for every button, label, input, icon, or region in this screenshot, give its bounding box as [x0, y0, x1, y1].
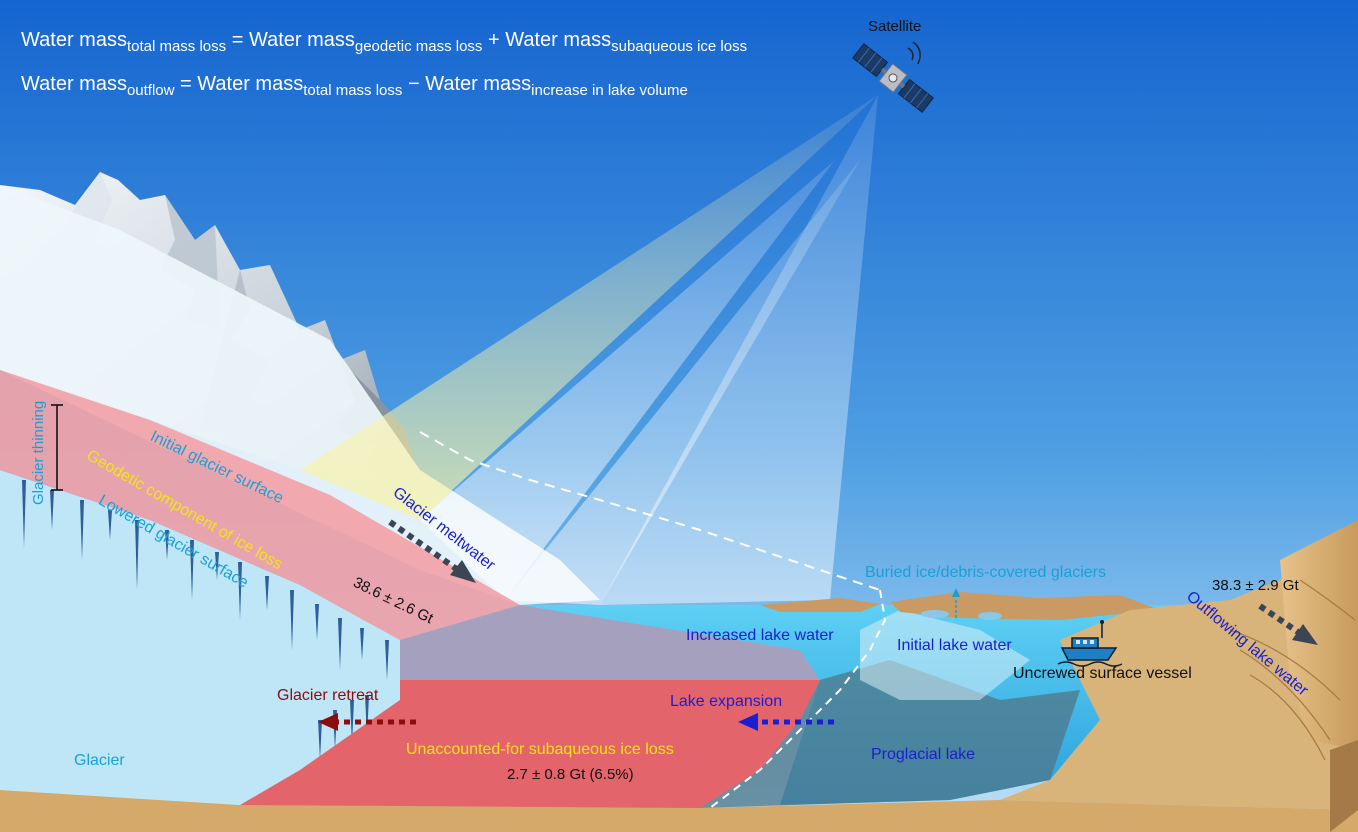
subaqueous-loss-zone	[240, 680, 820, 808]
right-cliff-face	[1280, 520, 1358, 750]
expansion-arrow-head	[738, 713, 758, 731]
meltwater-arrow-head	[450, 560, 476, 583]
unaccounted-loss-label: Unaccounted-for subaqueous ice loss	[406, 741, 674, 758]
formula1-term-b: Water mass	[248, 29, 355, 51]
formula2-equals: =	[174, 73, 198, 95]
outflow-arrow-head	[1292, 624, 1318, 645]
glacier-thinning-bracket	[51, 404, 63, 491]
outflow-value-label: 38.3 ± 2.9 Gt	[1212, 577, 1299, 594]
ground	[0, 790, 1358, 832]
satellite-label: Satellite	[868, 18, 922, 35]
uncrewed-vessel-icon	[1057, 620, 1123, 667]
uncrewed-vessel-label: Uncrewed surface vessel	[1013, 665, 1192, 682]
formula1-operator: +	[482, 29, 506, 51]
submerged-ice	[860, 610, 1030, 700]
proglacial-lake-floor	[700, 660, 1080, 808]
formula2-term-a: Water mass	[21, 73, 127, 95]
increased-lake-water-label: Increased lake water	[686, 627, 834, 644]
glacier-retreat-label: Glacier retreat	[277, 687, 379, 704]
buried-ice-arrow-head	[952, 588, 960, 597]
formula2-operator: −	[402, 73, 426, 95]
formula1-term-a: Water mass	[21, 29, 127, 51]
right-hillside	[1000, 520, 1358, 810]
glacier-ice	[0, 470, 400, 805]
meltwater-arrow-line	[388, 519, 460, 573]
formula2-term-b-sub: total mass loss	[303, 82, 403, 99]
formula2-term-a-sub: outflow	[126, 82, 175, 99]
formula1-term-c-sub: subaqueous ice loss	[611, 38, 748, 55]
retreat-arrow-head	[318, 713, 338, 731]
increased-lake-band	[400, 605, 820, 680]
formula1-equals: =	[226, 29, 249, 51]
formula1-term-c: Water mass	[505, 29, 612, 51]
cliff-strata	[1229, 579, 1356, 761]
formula2-term-c-sub: increase in lake volume	[531, 82, 688, 99]
unaccounted-value-label: 2.7 ± 0.8 Gt (6.5%)	[507, 766, 634, 783]
formula-total-mass-loss: Water masstotal mass loss = Water massge…	[21, 29, 747, 55]
buried-ice-label: Buried ice/debris-covered glaciers	[865, 564, 1106, 581]
geodetic-loss-band	[0, 370, 520, 640]
formula2-term-b: Water mass	[197, 73, 304, 95]
glacier-label: Glacier	[74, 752, 125, 769]
formula1-term-b-sub: geodetic mass loss	[354, 38, 483, 55]
formula-outflow: Water massoutflow = Water masstotal mass…	[21, 73, 688, 99]
lake-bed-dashed-line	[709, 589, 887, 809]
glacier-thinning-label: Glacier thinning	[30, 400, 47, 505]
initial-surface-dashed-line	[419, 431, 881, 591]
outflow-arrow-line	[1258, 603, 1300, 635]
initial-lake-water-label: Initial lake water	[897, 637, 1012, 654]
lake-expansion-label: Lake expansion	[670, 693, 783, 710]
formula2-term-c: Water mass	[425, 73, 532, 95]
satellite-icon	[852, 41, 934, 113]
formula1-term-a-sub: total mass loss	[126, 38, 227, 55]
satellite-beams	[300, 95, 878, 605]
cliff-side	[1330, 740, 1358, 832]
debris-islands	[760, 592, 1160, 620]
glacier-crevasses	[22, 480, 389, 760]
proglacial-lake-label: Proglacial lake	[871, 746, 976, 763]
